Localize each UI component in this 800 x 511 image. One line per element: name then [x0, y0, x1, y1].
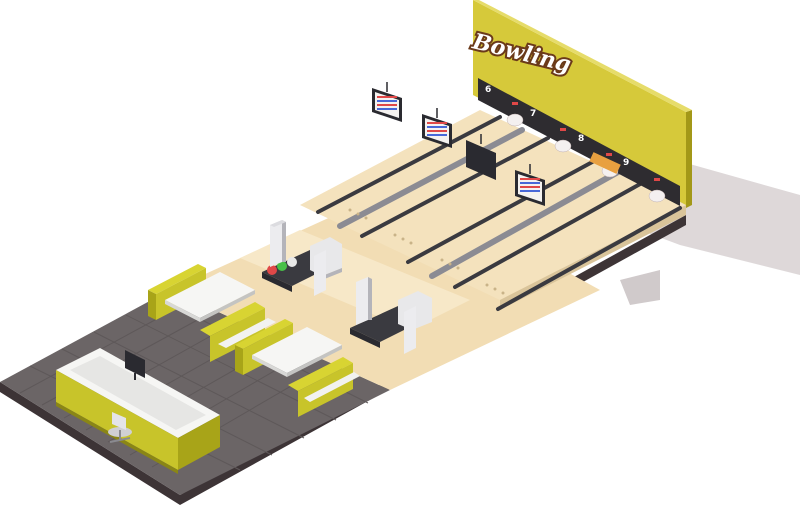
lane-number-6: 6: [485, 85, 491, 95]
tv-screen: [466, 134, 496, 180]
lane-returns: [337, 127, 621, 279]
reception-monitor: [125, 350, 145, 380]
seating-booth: [148, 264, 276, 362]
lane-number-8: 8: [578, 134, 584, 144]
bowling-ball: [277, 261, 287, 271]
score-screen: [515, 164, 545, 206]
score-screen: [372, 82, 402, 122]
ball-return-machine: [262, 237, 342, 296]
lane-arrows: [348, 208, 505, 295]
lane-number-7: 7: [530, 109, 536, 119]
lane-deck: [300, 110, 686, 300]
back-wall-side: [686, 110, 692, 208]
table-top: [252, 327, 342, 373]
scoring-console: [356, 277, 372, 325]
score-screen: [422, 108, 452, 148]
ball-return-machine: [350, 291, 432, 354]
pin-lights: [512, 102, 660, 181]
lane-gutters: [316, 115, 682, 311]
office-chair: [108, 412, 132, 443]
lane-number-9: 9: [623, 158, 629, 168]
lane-display-strip: [589, 152, 621, 174]
back-wall: [473, 0, 686, 205]
pin-deck-opening: [478, 78, 680, 206]
bowling-ball: [267, 265, 277, 275]
table-top: [165, 272, 255, 318]
bowling-ball: [287, 257, 297, 267]
back-wall-top: [473, 0, 692, 112]
scoring-console: [270, 220, 286, 267]
seating-booth: [235, 319, 360, 417]
floor-shadow: [620, 270, 660, 305]
